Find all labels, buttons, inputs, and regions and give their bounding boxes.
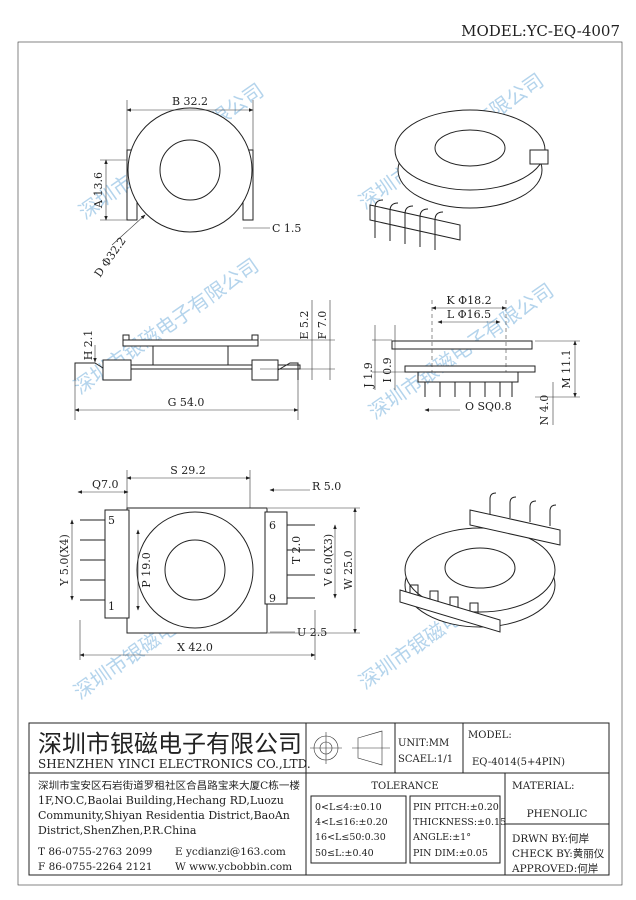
fax: F 86-0755-2264 2121 — [38, 861, 153, 873]
top-view: B 32.2 A 13.6 C 1.5 D Φ32.2 — [92, 95, 302, 280]
address-en-line: Community,Shiyan Residentia District,Bao… — [38, 809, 290, 822]
tolerance-item: PIN DIM:±0.05 — [413, 848, 488, 859]
dim-w: W 25.0 — [342, 550, 355, 589]
tolerance-item: 16<L≤50:0.30 — [315, 832, 386, 843]
dim-l: L Φ16.5 — [447, 308, 491, 321]
bottom-view: 5 1 6 9 S 29.2 Q7.0 R 5.0 Y 5.0(X4) P 19… — [58, 464, 360, 660]
material-value: PHENOLIC — [527, 808, 588, 820]
tolerance-item: 50≤L:±0.40 — [315, 848, 374, 859]
website: W www.ycbobbin.com — [175, 861, 292, 873]
isometric-view-bottom — [399, 492, 561, 633]
dim-r: R 5.0 — [312, 480, 341, 493]
address-en-line: 1F,NO.C,Baolai Building,Hechang RD,Luozu — [38, 794, 284, 807]
dim-u: U 2.5 — [297, 626, 327, 639]
address-en-line: District,ShenZhen,P.R.China — [38, 824, 197, 837]
dim-p: P 19.0 — [140, 552, 153, 587]
pin-number: 9 — [269, 592, 276, 605]
model-label: MODEL: — [468, 730, 512, 741]
dim-y: Y 5.0(X4) — [58, 534, 71, 587]
tolerance-item: 0<L≤4:±0.10 — [315, 802, 382, 813]
drawn-by: DRWN BY:何岸 — [512, 832, 589, 845]
dim-i: I 0.9 — [381, 357, 394, 382]
tolerance-item: THICKNESS:±0.15 — [413, 817, 506, 828]
pin-number: 1 — [108, 600, 115, 613]
dim-d: D Φ32.2 — [92, 235, 129, 280]
isometric-view-top — [369, 109, 549, 250]
projection-symbol — [310, 730, 390, 766]
dim-t: T 2.0 — [290, 536, 303, 564]
pin-number: 6 — [269, 519, 276, 532]
telephone: T 86-0755-2763 2099 — [38, 846, 152, 858]
title-block: 深圳市银磁电子有限公司 SHENZHEN YINCI ELECTRONICS C… — [28, 722, 610, 876]
company-name-cn: 深圳市银磁电子有限公司 — [38, 730, 302, 758]
pin-number: 5 — [108, 514, 115, 527]
dim-o: O SQ0.8 — [465, 400, 512, 413]
material-label: MATERIAL: — [512, 780, 575, 792]
dim-m: M 11.1 — [560, 349, 573, 388]
dim-c: C 1.5 — [272, 222, 301, 235]
model-value: EQ-4014(5+4PIN) — [472, 757, 565, 768]
approved-by: APPROVED:何岸 — [511, 862, 598, 875]
dim-q: Q7.0 — [92, 478, 119, 491]
tolerance-item: 4<L≤16:±0.20 — [315, 817, 388, 828]
address-cn: 深圳市宝安区石岩街道罗租社区合昌路宝来大厦C栋一楼 — [38, 779, 300, 792]
dim-b: B 32.2 — [172, 95, 208, 108]
dim-n: N 4.0 — [538, 395, 551, 426]
email: E ycdianzi@163.com — [175, 846, 286, 858]
dim-j: J 1.9 — [362, 362, 375, 388]
dim-a: A 13.6 — [92, 172, 105, 209]
side-view: G 54.0 H 2.1 E 5.2 F 7.0 — [74, 300, 335, 420]
unit-label: UNIT:MM — [398, 738, 449, 749]
dim-s: S 29.2 — [170, 464, 206, 477]
dim-h: H 2.1 — [82, 330, 95, 361]
front-view: K Φ18.2 L Φ16.5 J 1.9 I 0.9 M 11.1 N 4.0… — [362, 294, 580, 425]
dim-e: E 5.2 — [298, 310, 311, 339]
dim-v: V 6.0(X3) — [322, 534, 335, 587]
dim-g: G 54.0 — [168, 396, 205, 409]
scale-label: SCAEL:1/1 — [398, 754, 453, 765]
tolerance-item: ANGLE:±1° — [412, 832, 471, 843]
drawing-frame — [17, 41, 623, 886]
checked-by: CHECK BY:黄丽仪 — [512, 847, 605, 860]
company-name-en: SHENZHEN YINCI ELECTRONICS CO.,LTD. — [38, 757, 311, 771]
tolerance-title: TOLERANCE — [371, 781, 438, 792]
dim-x: X 42.0 — [177, 641, 213, 654]
dim-f: F 7.0 — [316, 311, 329, 340]
tolerance-item: PIN PITCH:±0.20 — [413, 802, 499, 813]
dim-k: K Φ18.2 — [446, 294, 491, 307]
model-header: MODEL:YC-EQ-4007 — [461, 22, 620, 40]
